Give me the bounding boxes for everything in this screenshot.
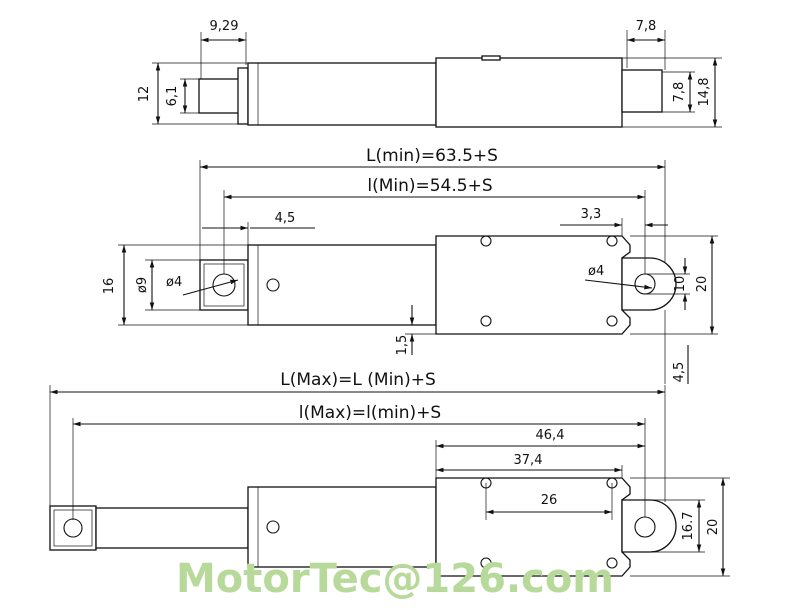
dim-46-4: 46,4 [536,428,565,443]
end-tab [621,69,663,113]
dim-37-4: 37,4 [514,453,543,468]
housing [435,57,623,128]
housing [435,235,631,335]
tube [247,244,437,326]
middle-view: L(min)=63.5+S l(Min)=54.5+S 4,5 3,3 16 ø… [102,146,718,384]
dim-1-5: 1,5 [395,335,410,356]
top-view: 9,29 7,8 12 6,1 7,8 14,8 [137,19,722,128]
dim-4-5: 4,5 [275,211,296,226]
dim-9-29: 9,29 [210,19,239,34]
dim-26: 26 [541,493,558,508]
rear-eye [621,257,677,311]
dim-phi4-right: ø4 [588,264,604,279]
label-lmin-outer: L(min)=63.5+S [366,146,498,166]
label-lmin-inner: l(Min)=54.5+S [367,176,492,196]
watermark: MotorTec@126.com [176,556,614,602]
rod-end [198,78,242,114]
rear-eye [621,499,677,553]
label-lmax-outer: L(Max)=L (Min)+S [280,370,435,390]
dim-7-8-right: 7,8 [672,82,687,103]
tube [247,62,437,126]
label-lmax-inner: l(Max)=l(min)+S [299,403,441,423]
dim-16: 16 [102,278,117,295]
dim-16-7: 16.7 [681,512,696,541]
rod-collar [237,67,249,125]
dim-4-5-right: 4,5 [672,362,687,383]
dim-20-bottom: 20 [706,519,721,536]
tube [247,486,437,568]
dim-7-8-top: 7,8 [636,19,657,34]
dim-phi4-left: ø4 [166,275,182,290]
dim-14-8: 14,8 [697,78,712,107]
dim-12: 12 [137,86,152,103]
rod [95,507,249,549]
dim-6-1: 6,1 [165,86,180,107]
dim-20-mid: 20 [695,276,710,293]
dim-10: 10 [673,276,688,293]
dim-phi9: ø9 [135,277,150,293]
bottom-view: L(Max)=L (Min)+S l(Max)=l(min)+S 46,4 37… [49,370,730,577]
dim-3-3: 3,3 [581,207,602,222]
